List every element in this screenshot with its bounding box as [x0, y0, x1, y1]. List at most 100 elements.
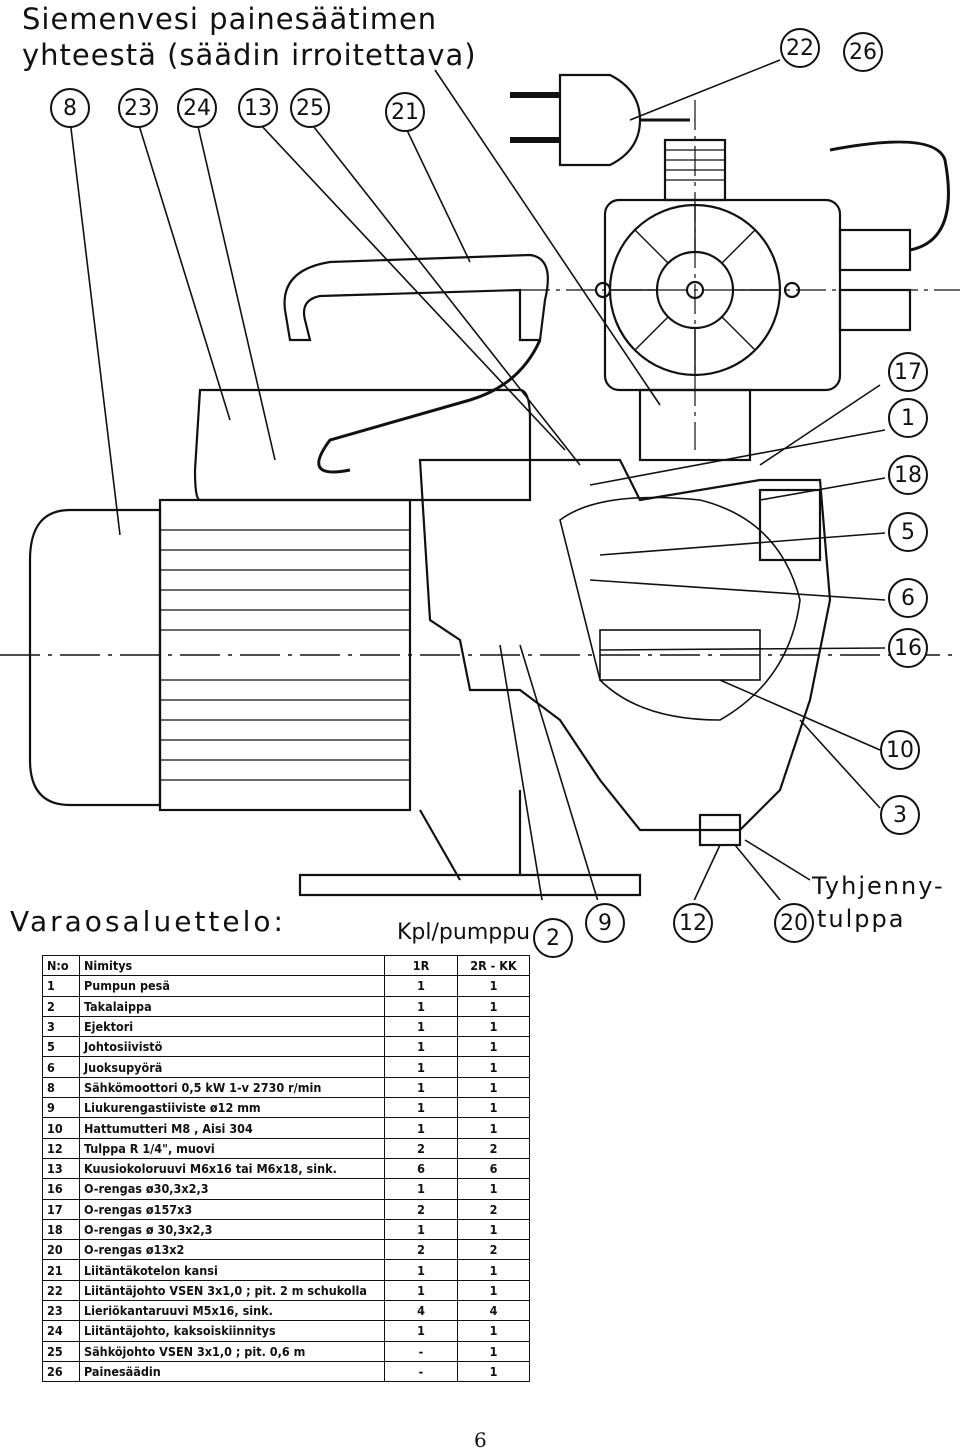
- column-header-number: N:o: [42, 954, 80, 977]
- part-name: Takalaippa: [79, 995, 385, 1017]
- part-number: 18: [42, 1218, 80, 1241]
- qty-1r: 1: [384, 1279, 458, 1302]
- qty-1r: 1: [384, 975, 458, 997]
- title-line-2: yhteestä (säädin irroitettava): [22, 38, 477, 72]
- pump-volute: [559, 496, 801, 721]
- column-header-name: Nimitys: [79, 954, 385, 977]
- qty-2r-kk: 1: [457, 1036, 530, 1058]
- qty-1r: 1: [384, 1320, 458, 1342]
- page-number: 6: [474, 1428, 487, 1452]
- pump-housing: [418, 458, 832, 832]
- part-name: Johtosiivistö: [79, 1036, 385, 1058]
- part-number: 23: [42, 1300, 80, 1322]
- part-name: Liukurengastiiviste ø12 mm: [79, 1097, 385, 1119]
- callout-13: 13: [238, 88, 278, 128]
- callout-5: 5: [888, 512, 928, 552]
- qty-2r-kk: 1: [457, 1320, 530, 1342]
- qty-2r-kk: 2: [457, 1239, 530, 1261]
- qty-1r: 4: [384, 1300, 458, 1322]
- qty-2r-kk: 1: [457, 1279, 530, 1302]
- callout-1: 1: [888, 398, 928, 438]
- part-number: 10: [42, 1117, 80, 1139]
- part-name: Liitäntäjohto VSEN 3x1,0 ; pit. 2 m schu…: [79, 1279, 385, 1302]
- part-name: O-rengas ø157x3: [79, 1198, 385, 1220]
- qty-1r: -: [384, 1360, 458, 1383]
- part-name: Pumpun pesä: [79, 975, 385, 997]
- pressure-controller-box: [603, 198, 842, 392]
- callout-17: 17: [888, 352, 928, 392]
- qty-2r-kk: 4: [457, 1300, 530, 1322]
- callout-25: 25: [290, 88, 330, 128]
- part-name: Kuusiokoloruuvi M6x16 tai M6x18, sink.: [79, 1157, 385, 1180]
- motor-end-cap: [28, 508, 162, 807]
- part-number: 2: [42, 995, 80, 1017]
- part-name: O-rengas ø13x2: [79, 1239, 385, 1261]
- qty-2r-kk: 1: [457, 1340, 530, 1362]
- qty-2r-kk: 1: [457, 1097, 530, 1119]
- pump-shaft: [599, 629, 761, 681]
- part-name: Liitäntäkotelon kansi: [79, 1259, 385, 1281]
- qty-1r: 2: [384, 1137, 458, 1159]
- qty-1r: 1: [384, 1015, 458, 1038]
- part-number: 17: [42, 1198, 80, 1220]
- table-header-row: N:o Nimitys 1R 2R - KK: [42, 954, 530, 977]
- callout-2: 2: [533, 918, 573, 958]
- terminal-box: [193, 388, 532, 502]
- part-number: 21: [42, 1259, 80, 1281]
- power-plug: [558, 73, 642, 167]
- callout-21: 21: [385, 92, 425, 132]
- qty-2r-kk: 2: [457, 1198, 530, 1220]
- part-number: 20: [42, 1239, 80, 1261]
- qty-2r-kk: 2: [457, 1137, 530, 1159]
- parts-list-heading: Varaosaluettelo:: [10, 905, 286, 938]
- column-header-2r-kk: 2R - KK: [457, 954, 530, 977]
- part-number: 16: [42, 1178, 80, 1200]
- qty-1r: 1: [384, 995, 458, 1017]
- part-number: 1: [42, 975, 80, 997]
- qty-1r: 1: [384, 1076, 458, 1099]
- qty-2r-kk: 1: [457, 1259, 530, 1281]
- part-number: 13: [42, 1157, 80, 1180]
- callout-9: 9: [585, 903, 625, 943]
- part-number: 3: [42, 1015, 80, 1038]
- callout-18: 18: [888, 455, 928, 495]
- part-number: 12: [42, 1137, 80, 1159]
- carry-handle: [283, 253, 549, 342]
- column-header-1r: 1R: [384, 954, 458, 977]
- part-number: 6: [42, 1056, 80, 1078]
- part-number: 9: [42, 1097, 80, 1119]
- part-name: O-rengas ø30,3x2,3: [79, 1178, 385, 1200]
- base-foot: [419, 790, 522, 881]
- qty-2r-kk: 1: [457, 1015, 530, 1038]
- part-number: 25: [42, 1340, 80, 1362]
- part-name: Liitäntäjohto, kaksoiskiinnitys: [79, 1320, 385, 1342]
- qty-1r: 1: [384, 1218, 458, 1241]
- controller-cable: [829, 140, 950, 252]
- qty-1r: 2: [384, 1198, 458, 1220]
- qty-1r: 1: [384, 1259, 458, 1281]
- pump-exploded-drawing: [0, 59, 960, 900]
- qty-2r-kk: 1: [457, 1178, 530, 1200]
- qty-2r-kk: 1: [457, 975, 530, 997]
- cable-gland-upper: [838, 228, 912, 272]
- callout-6: 6: [888, 578, 928, 618]
- callout-24: 24: [177, 88, 217, 128]
- motor-cable: [317, 339, 542, 474]
- qty-2r-kk: 1: [457, 1117, 530, 1139]
- part-name: Sähköjohto VSEN 3x1,0 ; pit. 0,6 m: [79, 1340, 385, 1362]
